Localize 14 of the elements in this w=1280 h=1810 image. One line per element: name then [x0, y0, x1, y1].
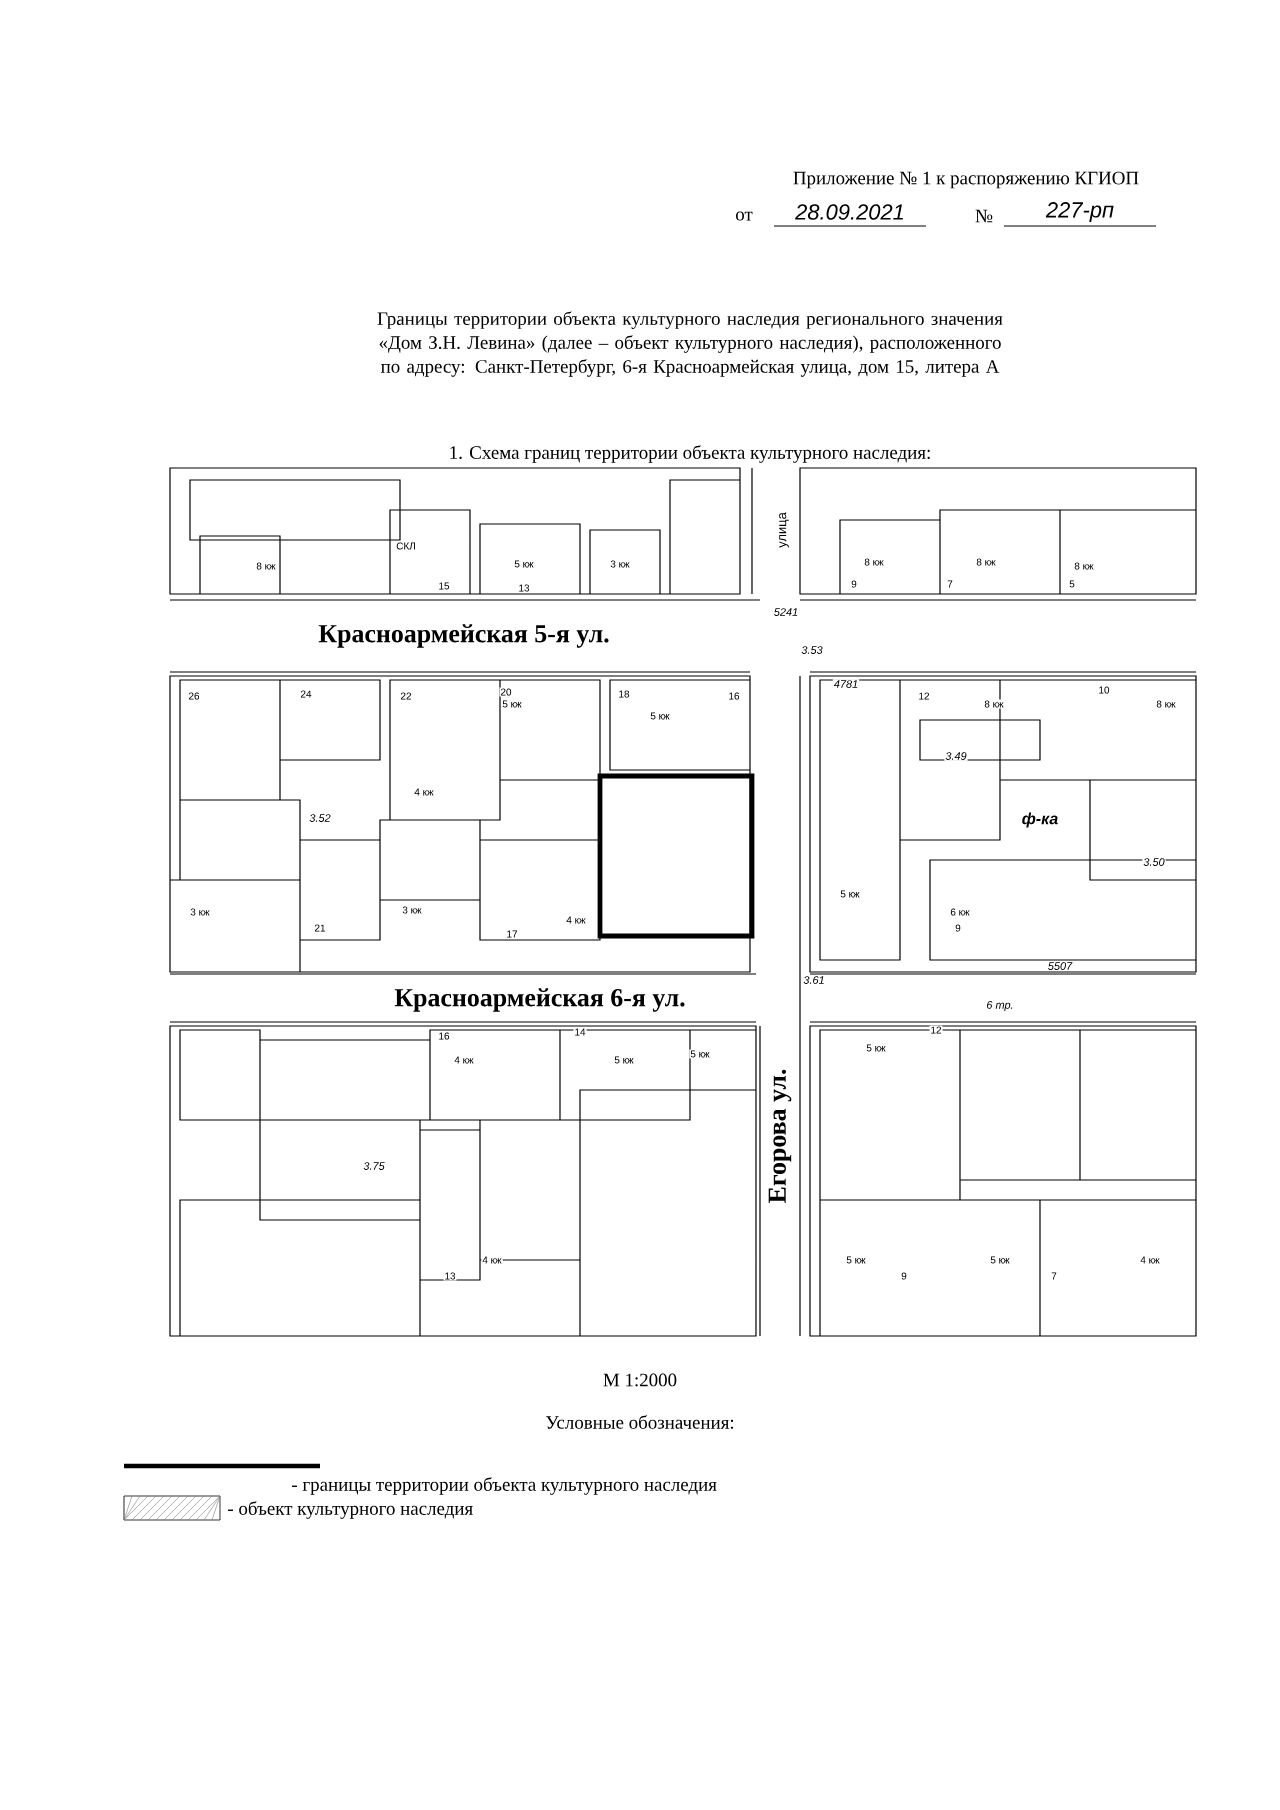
header-text: 1. Схема границ территории объекта культурного наследия:	[450, 445, 930, 463]
title: Границы территории объекта культурного наследия регионального значения «Дом З.Н. Левина» (далее – объект культурного наследия), расположенного по адресу: Санкт-Петербург, 6-я Красноармейская улица, дом 15, литера А	[377, 311, 1003, 377]
header-text: от	[735, 211, 753, 221]
street-name: Красноармейская 6-я ул.	[394, 988, 685, 1012]
handwritten-entry: 28.09.2021	[773, 204, 927, 227]
legend-text: - границы территории объекта культурного наследия	[292, 1477, 717, 1495]
header-text: Приложение № 1 к распоряжению КГИОП	[793, 171, 1139, 189]
header-text: М 1:2000	[603, 1373, 677, 1387]
header-text: №	[975, 209, 993, 223]
street-name: Егорова ул.	[768, 1069, 792, 1203]
header-text: Условные обозначения:	[545, 1415, 734, 1429]
handwritten-entry: 227-рп	[1003, 202, 1157, 227]
legend-text: - объект культурного наследия	[228, 1501, 473, 1519]
street-name: Красноармейская 5-я ул.	[318, 624, 609, 648]
